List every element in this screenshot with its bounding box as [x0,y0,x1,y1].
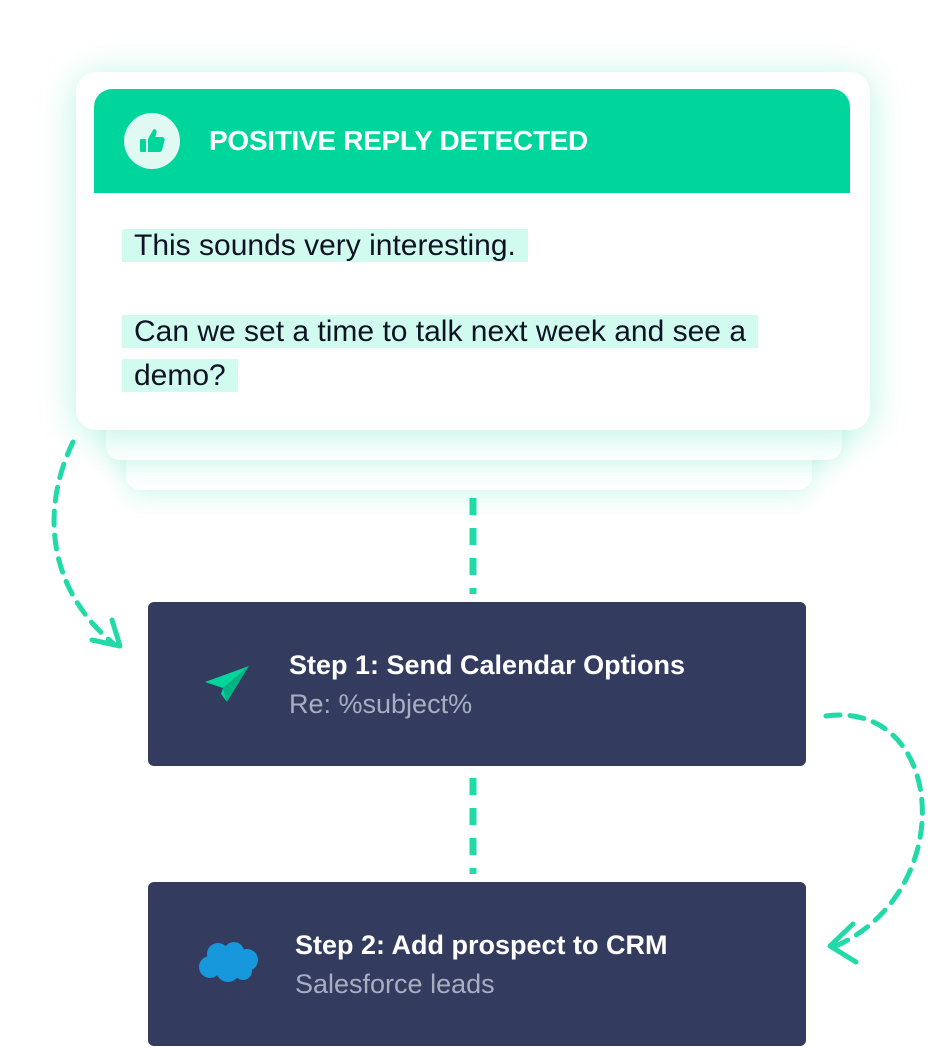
reply-message-text: This sounds very interesting. [122,229,528,262]
reply-title: POSITIVE REPLY DETECTED [209,125,588,156]
step-card[interactable]: Step 2: Add prospect to CRM Salesforce l… [148,882,806,1046]
salesforce-cloud-icon [199,942,258,982]
reply-header: POSITIVE REPLY DETECTED [94,89,850,193]
paper-plane-icon [205,666,249,702]
arrow-head-left [89,617,123,649]
arrow-head-right [827,921,859,965]
step-title: Step 1: Send Calendar Options [289,650,686,680]
reply-message: Can we set a time to talk next week and … [122,310,782,398]
thumbs-up-icon [124,113,180,169]
curved-arrow-left [51,439,117,647]
step-card[interactable]: Step 1: Send Calendar Options Re: %subje… [148,602,806,766]
reply-message: This sounds very interesting. [122,224,682,268]
step-subtitle: Salesforce leads [295,969,495,999]
curved-arrow-right [823,712,925,949]
step-subtitle: Re: %subject% [289,689,473,719]
step-title: Step 2: Add prospect to CRM [295,930,668,960]
reply-card: POSITIVE REPLY DETECTED This sounds very… [76,72,870,430]
